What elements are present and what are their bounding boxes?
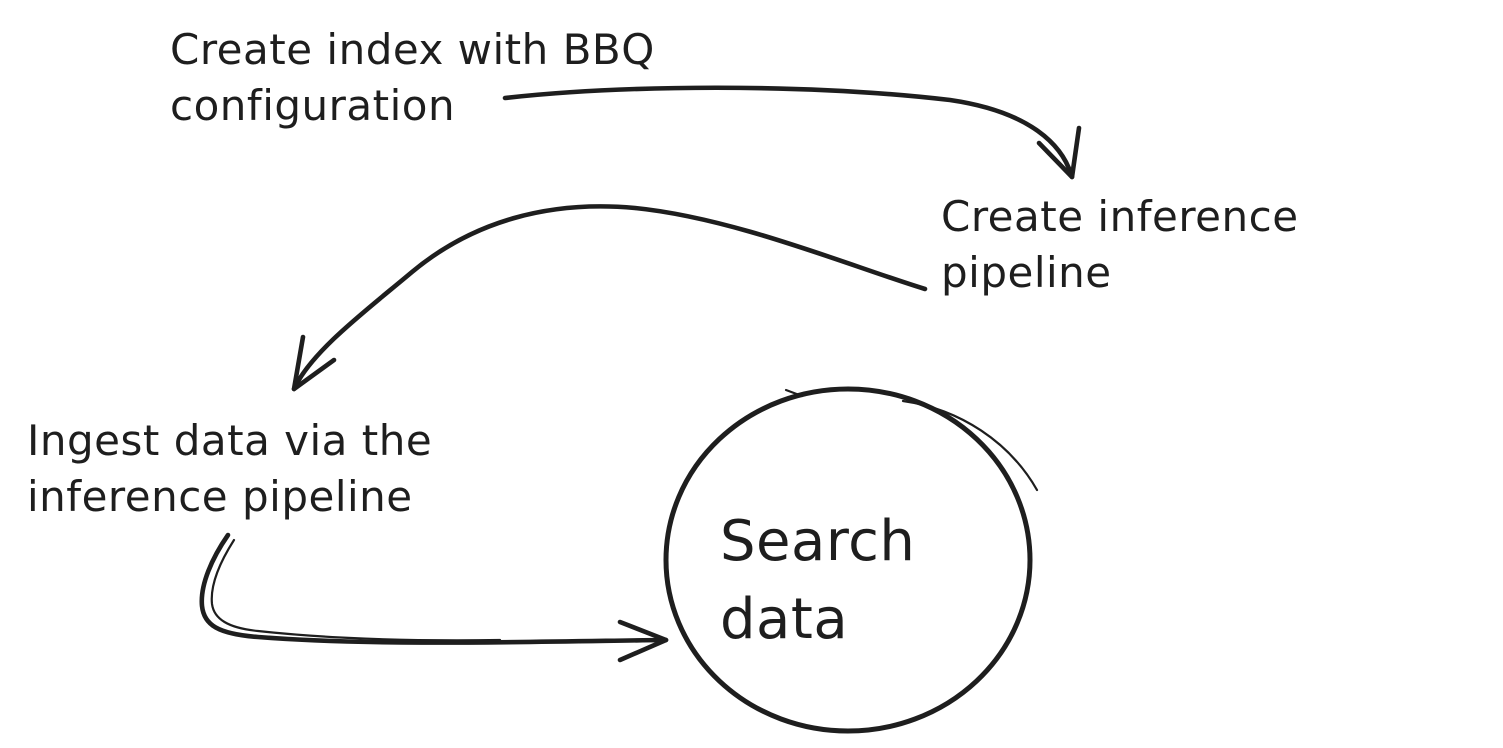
- label-create-inference-pipeline: Create inference pipeline: [941, 192, 1299, 297]
- arrow-inference-pipeline-to-ingest-data: [291, 204, 928, 392]
- label-ingest-data: Ingest data via the inference pipeline: [27, 416, 433, 521]
- label-search-data: Search data: [720, 509, 916, 652]
- arrow-ingest-data-to-search-data: [199, 532, 669, 663]
- label-create-index: Create index with BBQ configuration: [170, 25, 655, 130]
- search-data-circle: [663, 386, 1039, 734]
- arrow-create-index-to-inference-pipeline: [502, 85, 1082, 180]
